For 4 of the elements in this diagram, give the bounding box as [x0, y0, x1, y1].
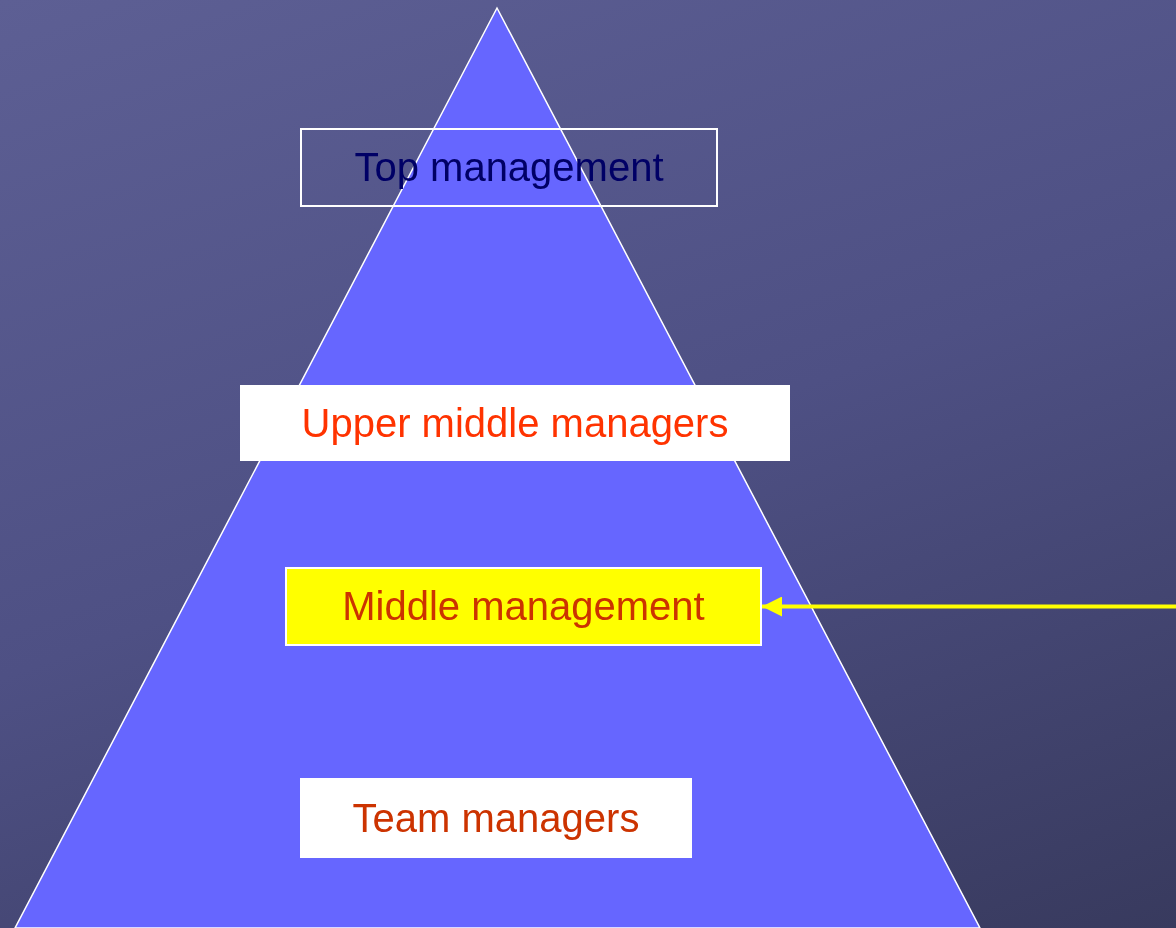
arrow: [762, 596, 1176, 617]
level-label-box: Middle management: [285, 567, 762, 646]
level-label-box: Upper middle managers: [240, 385, 790, 461]
level-label-box: Team managers: [300, 778, 692, 858]
